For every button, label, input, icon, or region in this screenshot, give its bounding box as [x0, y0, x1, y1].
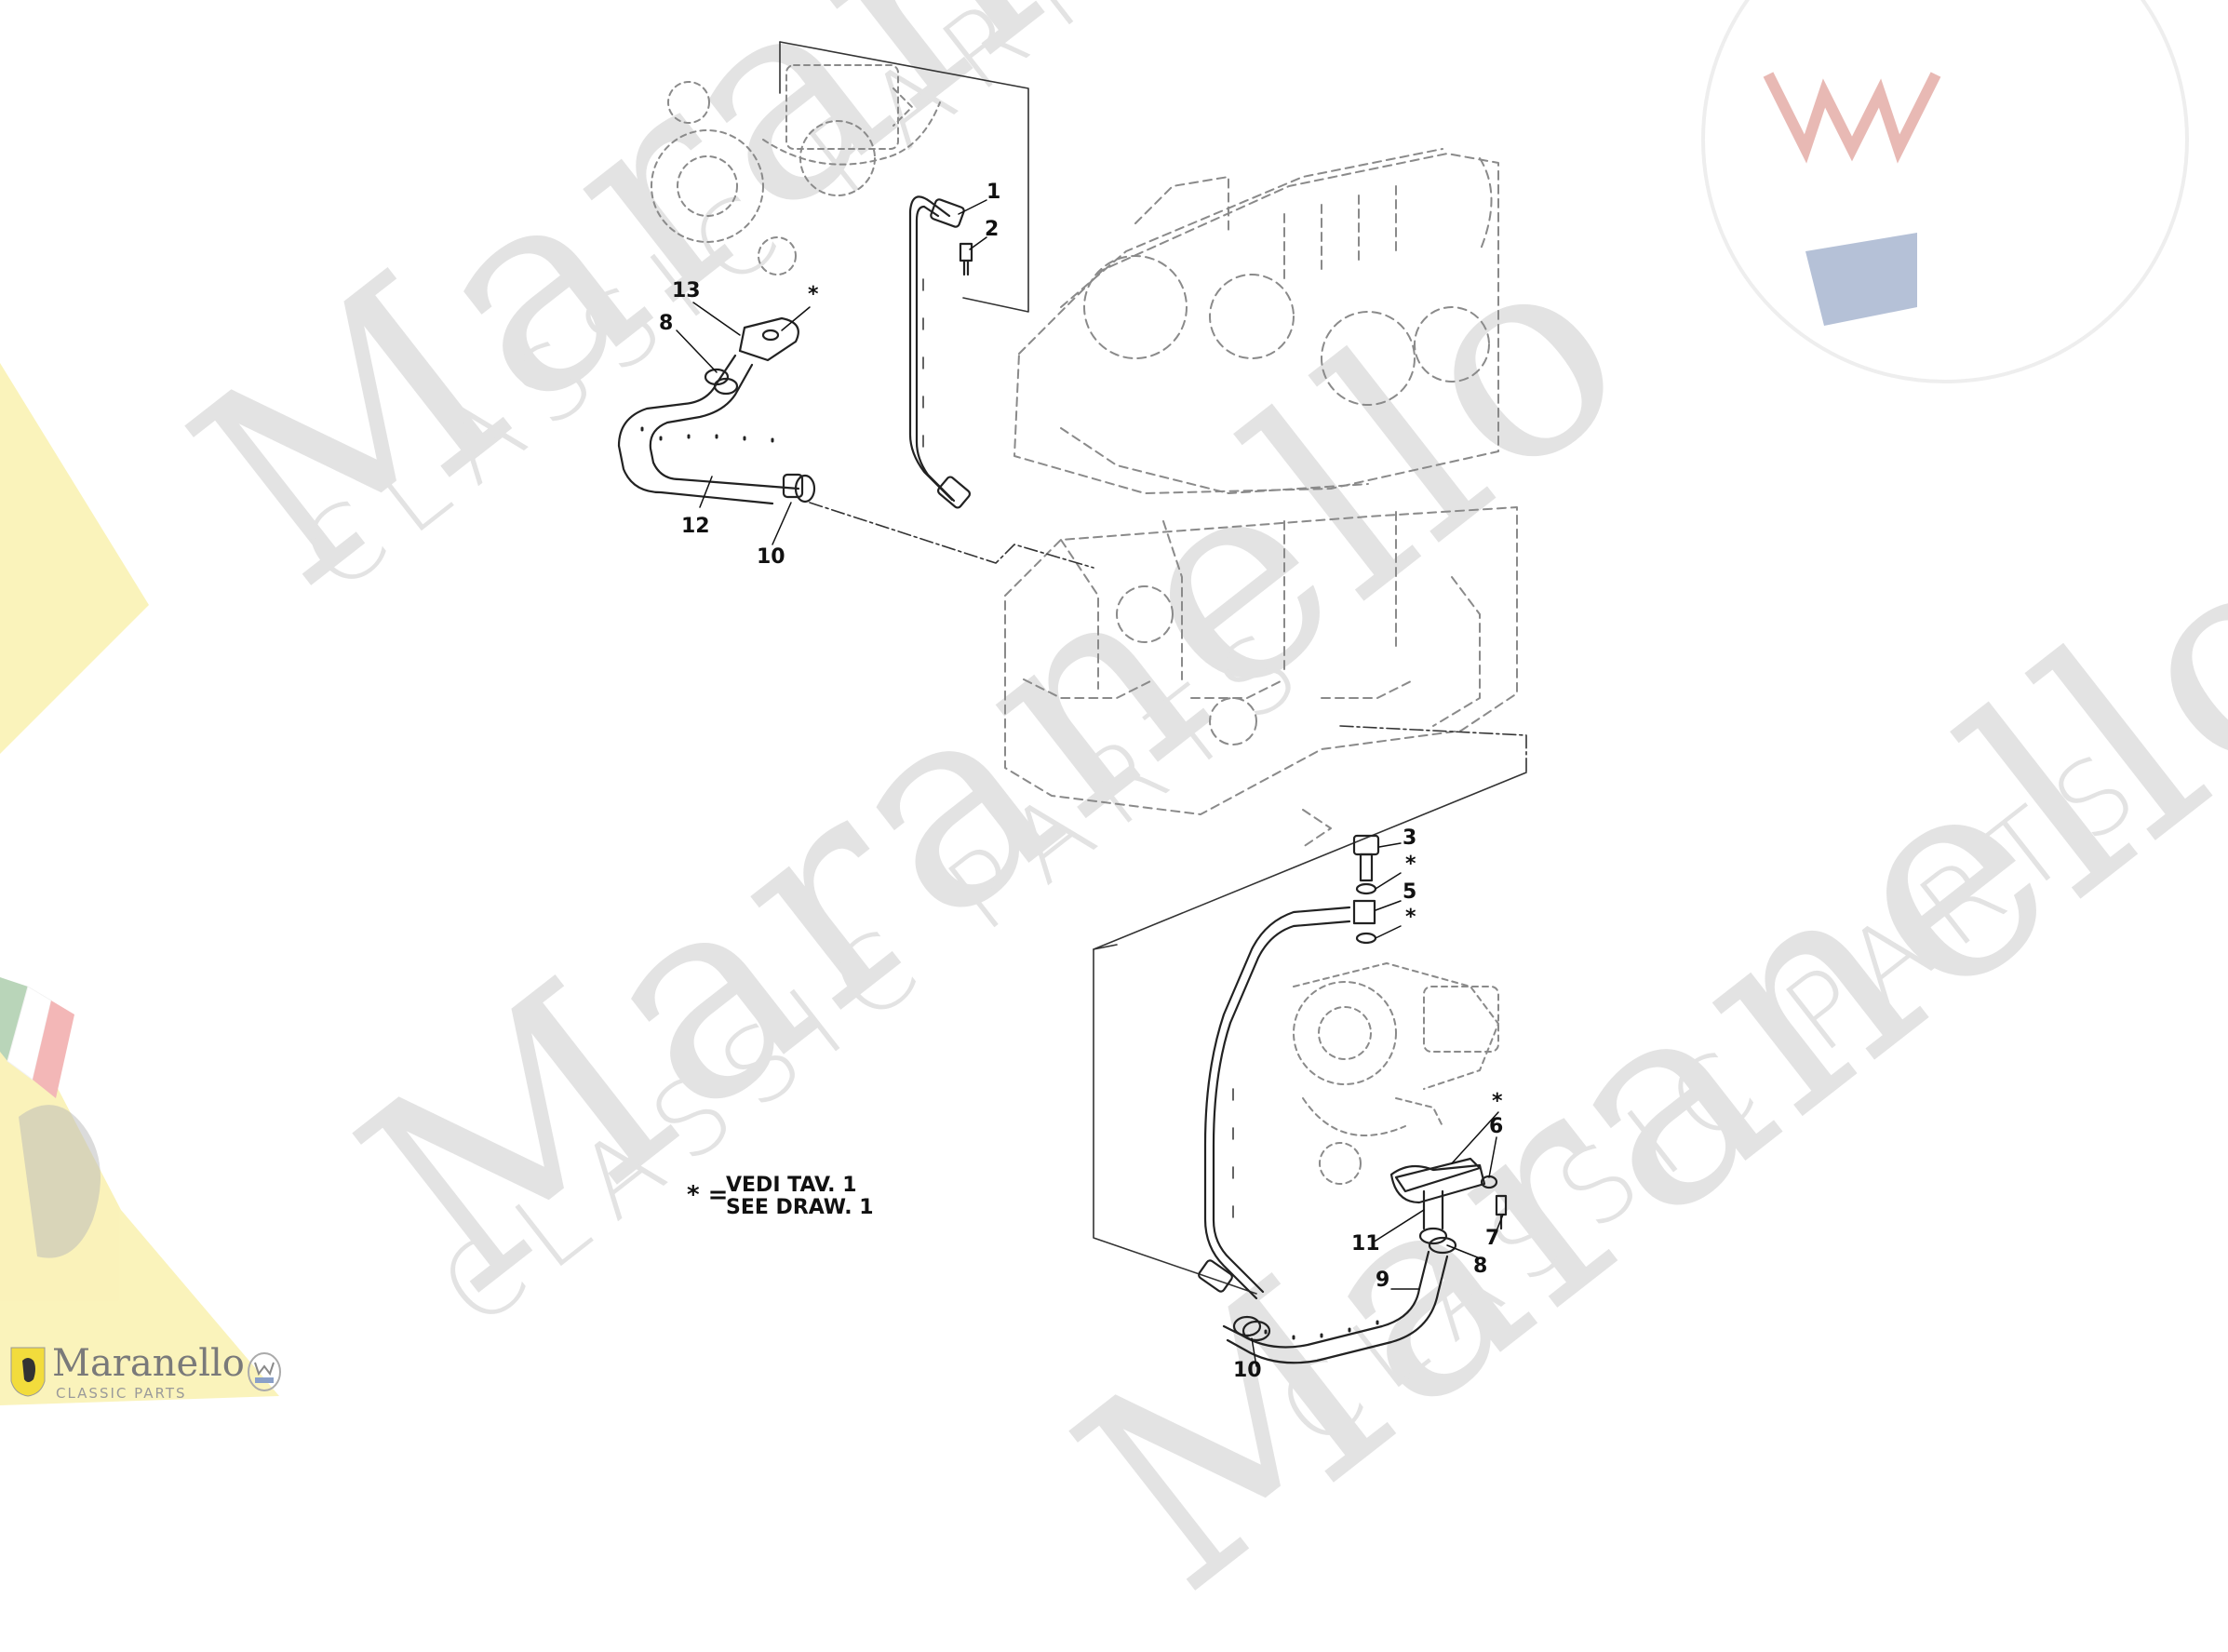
callout-3: 3	[1403, 826, 1417, 850]
callout-9: 9	[1376, 1269, 1390, 1292]
engine-block-upper	[1013, 148, 1499, 494]
upper-turbocharger	[651, 64, 941, 275]
callout-star-3: *	[1405, 853, 1416, 876]
legend-line-english: SEE DRAW. 1	[726, 1196, 874, 1219]
callout-leaders	[676, 199, 1504, 1367]
callout-12: 12	[681, 515, 710, 538]
logo-subtitle: CLASSIC PARTS	[56, 1385, 187, 1402]
callout-10-lower: 10	[1233, 1359, 1262, 1382]
lower-reference-box	[1093, 772, 1527, 1295]
callout-2: 2	[985, 218, 1000, 241]
logo-name: Maranello	[52, 1342, 245, 1385]
trident-badge-icon	[248, 1352, 281, 1391]
legend-symbol: * =	[687, 1181, 729, 1209]
callout-5: 5	[1403, 880, 1417, 904]
lower-turbocharger	[1293, 962, 1499, 1185]
upper-return-hose	[617, 316, 816, 505]
legend-note: * = VEDI TAV. 1 SEE DRAW. 1	[687, 1175, 874, 1219]
sump-reference-lines	[809, 502, 1527, 773]
ferrari-shield-small-icon	[10, 1347, 46, 1397]
callout-star-6: *	[1492, 1090, 1503, 1113]
lower-return-hose	[1222, 1157, 1508, 1364]
callout-star-upper: *	[808, 283, 819, 306]
lower-feed-pipe	[1198, 834, 1380, 1300]
callout-7: 7	[1485, 1227, 1500, 1250]
callout-13: 13	[672, 279, 701, 302]
callout-11: 11	[1351, 1232, 1380, 1256]
callout-8-lower: 8	[1473, 1255, 1488, 1278]
engine-block-lower	[1004, 506, 1518, 848]
legend-line-italian: VEDI TAV. 1	[726, 1174, 857, 1197]
callout-8-upper: 8	[659, 312, 674, 335]
callout-10-upper: 10	[757, 545, 785, 569]
callout-1: 1	[986, 181, 1001, 204]
upper-feed-pipe	[908, 195, 973, 509]
callout-star-5: *	[1405, 906, 1416, 929]
maranello-logo: Maranello CLASSIC PARTS	[6, 1340, 285, 1402]
callout-6: 6	[1489, 1115, 1504, 1138]
upper-reference-lines	[779, 41, 1029, 313]
exploded-drawing	[617, 41, 1527, 1367]
